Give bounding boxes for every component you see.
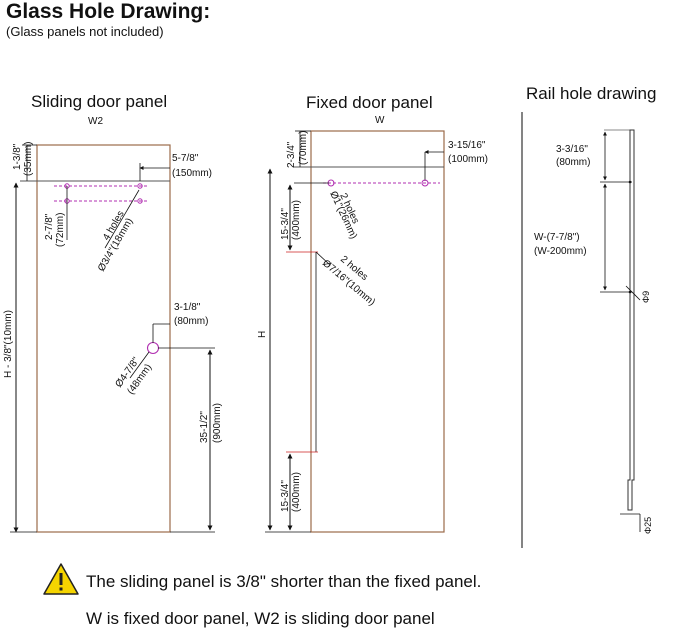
rail-drawing: 3-3/16" (80mm) W-(7-7/8") (W-200mm) Φ9 Φ… — [534, 129, 653, 534]
rail-top-in: 3-3/16" — [556, 144, 588, 155]
fixed-lower-spacing-in: 15-3/4" — [280, 480, 291, 512]
rail-top-hole — [628, 180, 632, 184]
fixed-hole-edge-in: 3-15/16" — [448, 140, 486, 151]
sliding-hole-top-right — [137, 183, 143, 189]
rail-bottom-hole — [628, 290, 632, 294]
sliding-handle-edge-mm: (80mm) — [174, 316, 208, 327]
sliding-height-label: H - 3/8"(10mm) — [3, 310, 14, 378]
sliding-handle-height-mm: (900mm) — [212, 403, 223, 443]
note-panel-widths: W is fixed door panel, W2 is sliding doo… — [86, 609, 435, 628]
rail-top-mm: (80mm) — [556, 157, 590, 168]
fixed-hole-edge-mm: (100mm) — [448, 154, 488, 165]
fixed-top-offset-mm: (70mm) — [298, 131, 309, 165]
sliding-hole-spacing-mm: (72mm) — [55, 213, 66, 247]
rail-dia: Φ25 — [643, 517, 653, 534]
fixed-upper-spacing-mm: (400mm) — [291, 200, 302, 240]
sliding-handle-height-in: 35-1/2" — [199, 411, 210, 443]
fixed-top-hole-right — [421, 179, 429, 187]
section-title-rail: Rail hole drawing — [526, 84, 657, 103]
rail-profile — [627, 129, 635, 511]
sliding-top-offset-mm: (35mm) — [23, 142, 34, 176]
sliding-top-offset-in: 1-3/8" — [12, 143, 23, 170]
sliding-width-label: W2 — [88, 116, 103, 127]
rail-spacing-mm: (W-200mm) — [534, 246, 587, 257]
sliding-hole-edge-in: 5-7/8" — [172, 153, 199, 164]
fixed-panel: W H 2-3/4" (70mm) 3-15/16" (100mm) 2 hol… — [257, 115, 488, 533]
fixed-lower-spacing-mm: (400mm) — [291, 472, 302, 512]
sliding-panel: H - 3/8"(10mm) W2 1-3/8" (35mm) 5-7/8" (… — [3, 116, 223, 533]
section-title-fixed: Fixed door panel — [306, 93, 433, 112]
sliding-hole-bottom-right — [137, 198, 143, 204]
page-title: Glass Hole Drawing: — [6, 0, 211, 23]
rail-hole-dia: Φ9 — [641, 291, 651, 303]
fixed-width-label: W — [375, 115, 385, 126]
sliding-hole-spacing-in: 2-7/8" — [44, 213, 55, 240]
sliding-panel-outline — [36, 144, 171, 533]
sliding-hole-edge-mm: (150mm) — [172, 168, 212, 179]
page-subtitle: (Glass panels not included) — [6, 24, 164, 39]
fixed-upper-spacing-in: 15-3/4" — [280, 208, 291, 240]
fixed-panel-outline — [310, 130, 445, 533]
fixed-height-label: H — [257, 331, 268, 338]
fixed-top-offset-in: 2-3/4" — [286, 141, 297, 168]
warning-icon — [43, 563, 79, 595]
sliding-handle-hole — [146, 341, 160, 355]
note-shorter-panel: The sliding panel is 3/8" shorter than t… — [86, 572, 482, 591]
rail-spacing-in: W-(7-7/8") — [534, 232, 580, 243]
section-title-sliding: Sliding door panel — [31, 92, 168, 111]
sliding-handle-edge-in: 3-1/8" — [174, 302, 201, 313]
